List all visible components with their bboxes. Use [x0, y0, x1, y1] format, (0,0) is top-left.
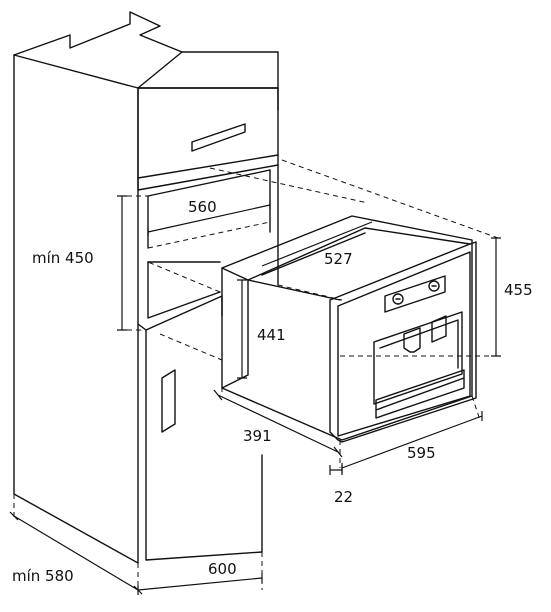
- label-niche-width: 560: [188, 198, 217, 216]
- dim-line-appliance-depth: [261, 221, 373, 267]
- dim-line-appliance-height: [237, 279, 247, 379]
- cabinet-top-face: [13, 11, 183, 89]
- cabinet-right-edge: [181, 51, 279, 111]
- dim-line-niche-width: [147, 201, 271, 236]
- dim-line-cabinet-width: [137, 573, 263, 595]
- label-cabinet-depth: mín 580: [12, 567, 74, 585]
- control-knob-right: [428, 280, 440, 292]
- dim-line-body-width: [213, 389, 343, 458]
- front-panel: [329, 241, 477, 443]
- label-panel-width: 595: [407, 444, 436, 462]
- label-body-width: 391: [243, 427, 272, 445]
- dimension-lines: [9, 195, 501, 595]
- control-knob-left: [392, 293, 404, 305]
- dim-line-panel-width: [341, 411, 483, 473]
- tall-cabinet: [13, 11, 279, 564]
- niche-frame: [137, 164, 279, 191]
- dimension-labels: mín 450 560 527 441 455 391 595 22 mín 5…: [12, 198, 533, 585]
- dim-line-niche-height: [117, 195, 127, 331]
- label-niche-height: mín 450: [32, 249, 94, 267]
- upper-door-handle: [191, 123, 246, 152]
- label-appliance-depth: 527: [324, 250, 353, 268]
- label-panel-thickness: 22: [334, 488, 353, 506]
- label-appliance-height: 441: [257, 326, 286, 344]
- drip-tray: [375, 369, 465, 411]
- label-panel-height: 455: [504, 281, 533, 299]
- coffee-machine: [221, 215, 477, 443]
- dispense-area: [373, 311, 463, 405]
- coffee-spout: [403, 327, 421, 353]
- guide-lines: [13, 159, 500, 596]
- lower-door-handle: [161, 369, 176, 433]
- control-strip: [384, 275, 446, 313]
- label-cabinet-width: 600: [208, 560, 237, 578]
- cabinet-left-side: [13, 54, 139, 564]
- dim-line-panel-height: [491, 237, 501, 357]
- upper-door: [137, 87, 279, 179]
- dim-line-panel-thickness: [329, 465, 343, 475]
